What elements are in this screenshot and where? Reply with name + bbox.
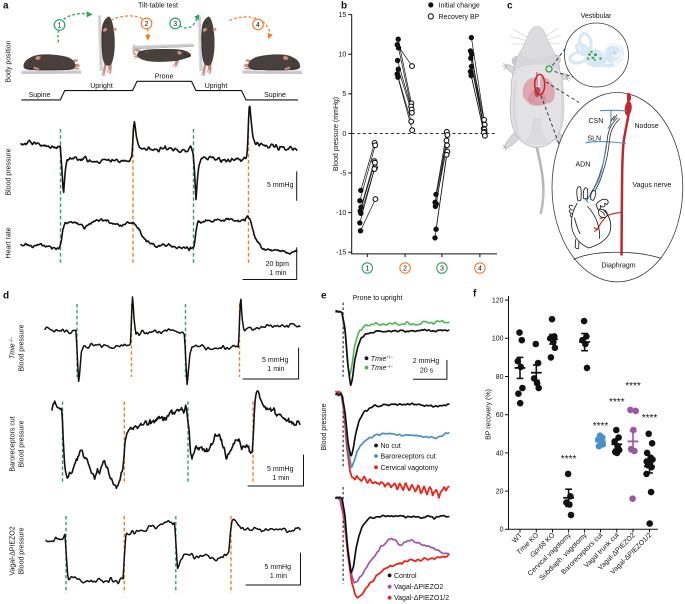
- svg-text:Cervical vagotomy: Cervical vagotomy: [381, 465, 439, 472]
- svg-text:Vestibular: Vestibular: [581, 13, 612, 20]
- svg-text:****: ****: [625, 381, 641, 392]
- svg-text:3: 3: [440, 266, 444, 273]
- svg-text:e: e: [321, 291, 327, 302]
- svg-text:5 mmHg: 5 mmHg: [267, 466, 294, 473]
- svg-text:****: ****: [561, 454, 577, 465]
- svg-text:-10: -10: [336, 210, 346, 217]
- svg-text:1 min: 1 min: [269, 270, 286, 277]
- svg-text:Blood pressure: Blood pressure: [19, 324, 26, 371]
- svg-text:5 mmHg: 5 mmHg: [262, 357, 289, 364]
- svg-text:120: 120: [492, 298, 504, 305]
- svg-text:1 min: 1 min: [267, 366, 284, 373]
- svg-text:f: f: [473, 289, 477, 300]
- svg-text:Blood pressure: Blood pressure: [19, 527, 26, 574]
- svg-text:80: 80: [496, 374, 504, 381]
- svg-text:****: ****: [642, 413, 658, 424]
- svg-text:b: b: [341, 1, 347, 12]
- svg-text:5: 5: [342, 91, 346, 98]
- svg-text:Vagal-ΔPIEZO2: Vagal-ΔPIEZO2: [394, 584, 443, 591]
- svg-text:5 mmHg: 5 mmHg: [265, 564, 292, 571]
- svg-text:Tmie+/−: Tmie+/−: [371, 355, 393, 363]
- svg-text:Body position: Body position: [6, 40, 13, 82]
- svg-text:3: 3: [173, 21, 177, 28]
- svg-text:Prone: Prone: [155, 74, 174, 81]
- svg-text:1: 1: [365, 266, 369, 273]
- svg-text:Vagus nerve: Vagus nerve: [633, 182, 672, 189]
- svg-text:-5: -5: [340, 170, 346, 177]
- svg-text:Blood pressure: Blood pressure: [19, 420, 26, 467]
- svg-text:Tmie−/−: Tmie−/−: [371, 364, 393, 372]
- svg-text:d: d: [3, 291, 9, 302]
- svg-text:Tilt-table test: Tilt-table test: [138, 2, 178, 9]
- svg-text:ADN: ADN: [576, 162, 591, 169]
- svg-text:2 mmHg: 2 mmHg: [413, 358, 440, 365]
- svg-text:SLN: SLN: [588, 136, 602, 143]
- svg-text:****: ****: [609, 397, 625, 408]
- svg-text:Baroreceptors cut: Baroreceptors cut: [10, 416, 17, 471]
- svg-text:Recovery BP: Recovery BP: [439, 14, 480, 21]
- svg-text:20 s: 20 s: [420, 367, 434, 374]
- svg-text:4: 4: [256, 22, 260, 29]
- svg-text:100: 100: [492, 336, 504, 343]
- svg-text:10: 10: [339, 52, 347, 59]
- svg-text:c: c: [507, 1, 513, 12]
- svg-text:Vagal-ΔPIEZO2: Vagal-ΔPIEZO2: [10, 526, 17, 575]
- svg-text:1: 1: [58, 23, 62, 30]
- svg-text:Initial change: Initial change: [439, 2, 480, 9]
- svg-text:****: ****: [593, 421, 609, 432]
- svg-text:4: 4: [478, 266, 482, 273]
- svg-text:No cut: No cut: [381, 443, 401, 450]
- svg-text:Heart rate: Heart rate: [6, 227, 13, 258]
- svg-text:20 bpm: 20 bpm: [266, 261, 290, 268]
- svg-text:2: 2: [403, 266, 407, 273]
- svg-text:0: 0: [342, 131, 346, 138]
- svg-text:Supine: Supine: [264, 92, 286, 99]
- svg-text:Tmie−/−: Tmie−/−: [8, 337, 16, 359]
- svg-text:40: 40: [496, 450, 504, 457]
- svg-text:5 mmHg: 5 mmHg: [267, 182, 294, 189]
- svg-text:Supine: Supine: [29, 92, 51, 99]
- svg-text:Prone to upright: Prone to upright: [353, 295, 403, 302]
- svg-text:Upright: Upright: [90, 83, 113, 90]
- svg-text:BP recovery (%): BP recovery (%): [486, 389, 493, 440]
- svg-text:Nodose: Nodose: [635, 123, 659, 130]
- svg-text:15: 15: [339, 12, 347, 19]
- svg-text:1 min: 1 min: [270, 573, 287, 580]
- svg-text:1 min: 1 min: [272, 475, 289, 482]
- svg-text:Baroreceptors cut: Baroreceptors cut: [381, 454, 436, 461]
- svg-text:a: a: [3, 1, 9, 12]
- svg-text:0: 0: [500, 527, 504, 534]
- svg-text:Vagal-ΔPIEZO1/2: Vagal-ΔPIEZO1/2: [394, 595, 449, 602]
- svg-text:2: 2: [145, 21, 149, 28]
- svg-text:-15: -15: [336, 250, 346, 257]
- svg-text:Control: Control: [394, 573, 417, 580]
- svg-text:Blood pressure (mmHg): Blood pressure (mmHg): [333, 97, 340, 171]
- svg-text:CSN: CSN: [589, 118, 604, 125]
- svg-text:20: 20: [496, 489, 504, 496]
- svg-text:Diaphragm: Diaphragm: [601, 263, 635, 270]
- svg-text:60: 60: [496, 412, 504, 419]
- svg-text:Blood pressure: Blood pressure: [321, 403, 328, 450]
- svg-text:Blood pressure: Blood pressure: [6, 148, 13, 195]
- svg-text:Upright: Upright: [205, 83, 228, 90]
